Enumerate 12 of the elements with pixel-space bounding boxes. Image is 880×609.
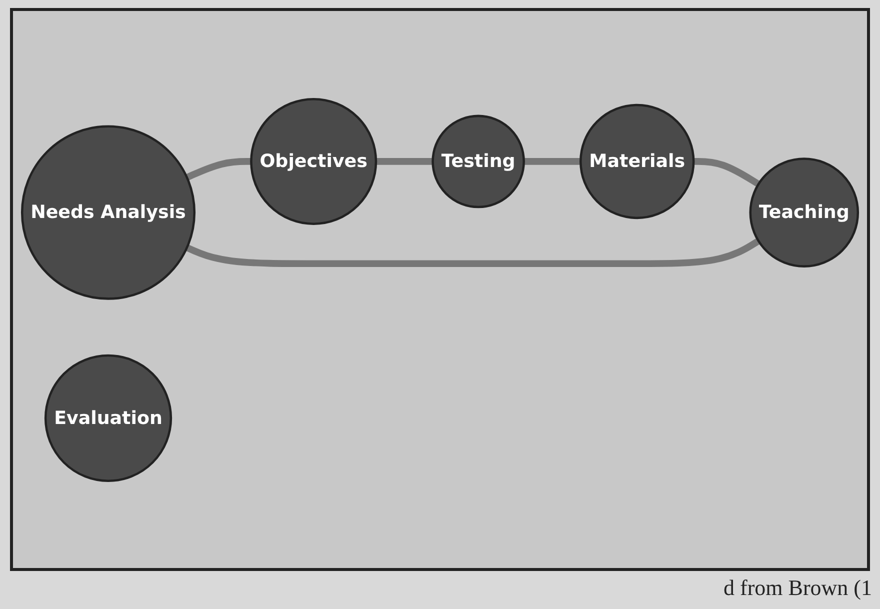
node-circle: Needs Analysis [20, 124, 196, 300]
connector [186, 238, 760, 267]
node-circle: Testing [432, 114, 525, 208]
node-circle: Materials [580, 103, 695, 219]
node-circle: Evaluation [44, 354, 172, 482]
connector [694, 158, 760, 187]
node-circle: Objectives [250, 97, 378, 224]
connector [376, 158, 433, 164]
connector [524, 158, 581, 164]
connector [186, 158, 252, 180]
node-circle: Teaching [749, 157, 860, 267]
caption: d from Brown (1 [724, 575, 872, 601]
